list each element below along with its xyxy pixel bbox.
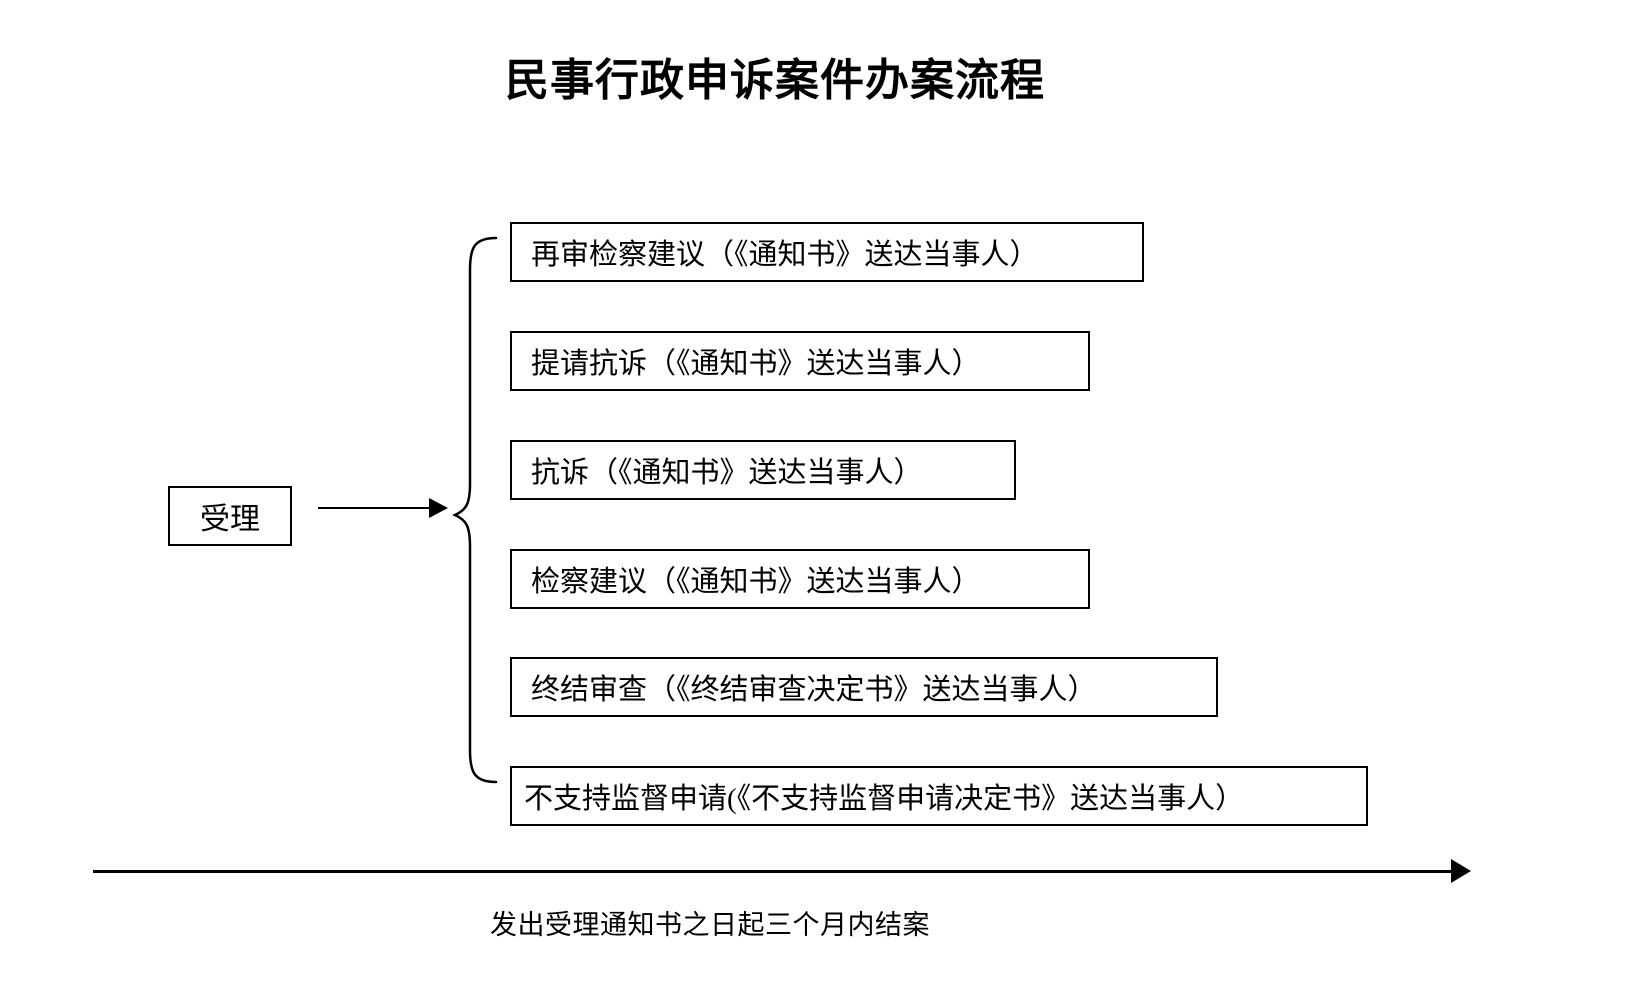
outcome-label: 再审检察建议（《通知书》送达当事人） <box>531 239 1039 271</box>
page-title: 民事行政申诉案件办案流程 <box>505 56 1045 105</box>
accept-arrow-line <box>318 507 432 509</box>
curly-brace-icon <box>451 236 498 784</box>
timeline-arrow-line <box>93 870 1453 873</box>
outcome-box-terminate-review: 终结审查（《终结审查决定书》送达当事人） <box>510 657 1218 717</box>
outcome-label: 提请抗诉（《通知书》送达当事人） <box>531 348 981 380</box>
outcome-label: 检察建议（《通知书》送达当事人） <box>531 566 981 598</box>
timeline-label: 发出受理通知书之日起三个月内结案 <box>490 910 930 940</box>
outcome-box-procuratorial-suggestion: 检察建议（《通知书》送达当事人） <box>510 549 1090 609</box>
outcome-box-submit-protest: 提请抗诉（《通知书》送达当事人） <box>510 331 1090 391</box>
accept-box-label: 受理 <box>200 503 260 536</box>
outcome-label: 不支持监督申请(《不支持监督申请决定书》送达当事人） <box>524 783 1245 815</box>
accept-box: 受理 <box>168 486 292 546</box>
outcome-box-no-support-supervision-application: 不支持监督申请(《不支持监督申请决定书》送达当事人） <box>510 766 1368 826</box>
outcome-label: 抗诉（《通知书》送达当事人） <box>531 457 923 489</box>
accept-arrowhead-icon <box>429 498 448 518</box>
outcome-box-protest: 抗诉（《通知书》送达当事人） <box>510 440 1016 500</box>
timeline-arrowhead-icon <box>1451 859 1471 883</box>
outcome-label: 终结审查（《终结审查决定书》送达当事人） <box>531 674 1097 706</box>
outcome-box-retrial-procuratorial-suggestion: 再审检察建议（《通知书》送达当事人） <box>510 222 1144 282</box>
